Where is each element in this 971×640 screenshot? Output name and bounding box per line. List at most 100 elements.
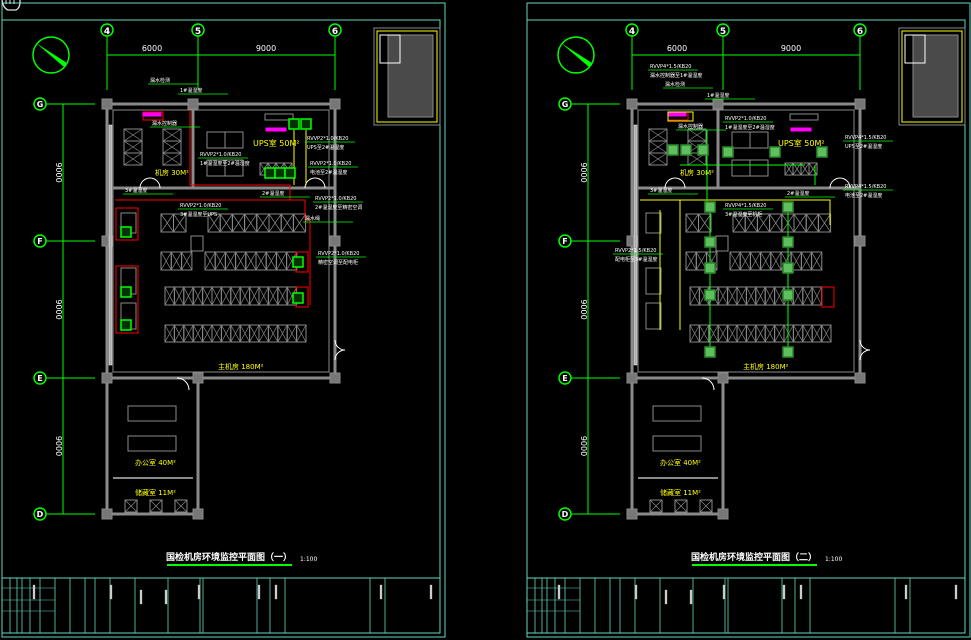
sheet-outer-frame	[526, 2, 971, 638]
sensor-icon	[704, 289, 716, 301]
sensor-icon	[264, 167, 276, 179]
rack-cross	[793, 213, 807, 233]
callout-text: 漏水控制器至1#温湿度	[650, 72, 702, 79]
axis-label-col: 6	[857, 27, 863, 37]
wall-annex	[630, 376, 725, 516]
column-pillar	[329, 98, 341, 110]
rack-cross	[793, 286, 804, 306]
leak-controller	[667, 112, 687, 117]
rack-cross	[818, 213, 831, 233]
ups-box	[715, 235, 729, 252]
rack-cross	[239, 286, 250, 306]
sensor-icon	[120, 319, 132, 331]
room-label-store: 储藏室 11M²	[135, 488, 176, 497]
callout: 漏水控制器	[676, 123, 726, 131]
title-block-text-mark	[429, 584, 433, 600]
rack-cross	[687, 128, 707, 142]
cable-yellow	[640, 199, 831, 225]
title-block-text-mark	[379, 584, 383, 600]
distribution-cabinet	[645, 302, 662, 330]
axis-label-col: 4	[104, 27, 110, 37]
callout: RVVP4*1.5/KB20 漏水控制器至1#温湿度	[648, 64, 702, 79]
wall-inner	[637, 109, 855, 373]
rack-cross	[164, 324, 175, 343]
rack-cross	[149, 499, 163, 513]
rack-cross	[268, 213, 282, 233]
rack-cross	[249, 286, 260, 306]
rack-cross	[192, 286, 203, 306]
server-rack	[817, 213, 832, 233]
sensor-icon	[680, 144, 692, 156]
rack-cross	[230, 286, 241, 306]
title-block-text-mark	[782, 584, 786, 600]
desk	[127, 435, 177, 452]
server-rack	[292, 213, 307, 233]
key-plan-outline	[376, 30, 438, 123]
cabinet-highlight	[821, 286, 835, 308]
callout-text: RVVP2*1.0/KB20	[307, 136, 348, 142]
rack-cross	[225, 251, 236, 271]
distribution-cabinet	[645, 212, 662, 234]
sensor-icon	[782, 262, 794, 274]
window	[108, 124, 113, 366]
title-block-text-mark	[164, 589, 168, 605]
rack-cross	[699, 324, 710, 343]
rack-cross	[757, 213, 770, 233]
rack-cross	[811, 251, 823, 271]
rack-cross	[770, 251, 782, 271]
ups-cabinet	[224, 159, 244, 177]
rack-cross	[255, 251, 267, 271]
rack-cross	[729, 251, 741, 271]
rack-cross	[286, 324, 297, 343]
door	[664, 177, 686, 189]
callout-text: RVVP4*1.5/KB20	[650, 64, 691, 70]
axis-label-row: F	[562, 237, 567, 246]
rack-cross	[258, 286, 269, 306]
rack-cross	[746, 324, 757, 343]
column-pillar	[626, 98, 638, 110]
rack-cross	[124, 499, 138, 513]
rack-cross	[221, 324, 232, 343]
callout-text: 3#温湿度至机柜	[725, 211, 762, 218]
rack-cross	[685, 251, 697, 271]
dim-label: 9000	[54, 436, 63, 456]
rack-cross	[174, 324, 185, 343]
dim-label: 9000	[54, 162, 63, 182]
column-pillar	[101, 372, 113, 384]
callout-text: RVVP4*1.5/KB20	[845, 135, 886, 141]
rack-cross	[717, 324, 728, 343]
rack-cross	[123, 140, 143, 154]
rack-cross	[170, 251, 182, 271]
rack-cross	[221, 286, 232, 306]
rack-cross	[192, 324, 203, 343]
shelf	[174, 499, 188, 513]
callout-text: 1#温湿度至2#温湿度	[200, 160, 250, 167]
callout-text: RVVP2*1.0/KB20	[315, 196, 356, 202]
dim-label: 9000	[579, 299, 588, 319]
shelf	[699, 499, 713, 513]
cable-red	[115, 199, 311, 305]
callout-text: RVVP2*1.0/KB20	[180, 203, 221, 209]
callout-text: RVVP4*1.5/KB20	[845, 184, 886, 190]
key-plan-hatch	[912, 34, 959, 118]
dim-label: 9000	[54, 299, 63, 319]
crac-unit	[648, 152, 668, 166]
north-arrow-pointer	[36, 43, 67, 67]
sensor-icon	[120, 226, 132, 238]
dim-label: 6000	[667, 44, 687, 53]
callout: 2#温湿度	[260, 190, 310, 198]
sensor-icon	[300, 118, 312, 130]
rack-cross	[689, 324, 700, 343]
rack-cross	[695, 251, 707, 271]
rack-cross	[160, 213, 174, 233]
rack-cross	[648, 152, 668, 166]
drawing-scale: 1:100	[825, 556, 842, 563]
rack-cross	[805, 213, 819, 233]
desk	[652, 405, 702, 422]
